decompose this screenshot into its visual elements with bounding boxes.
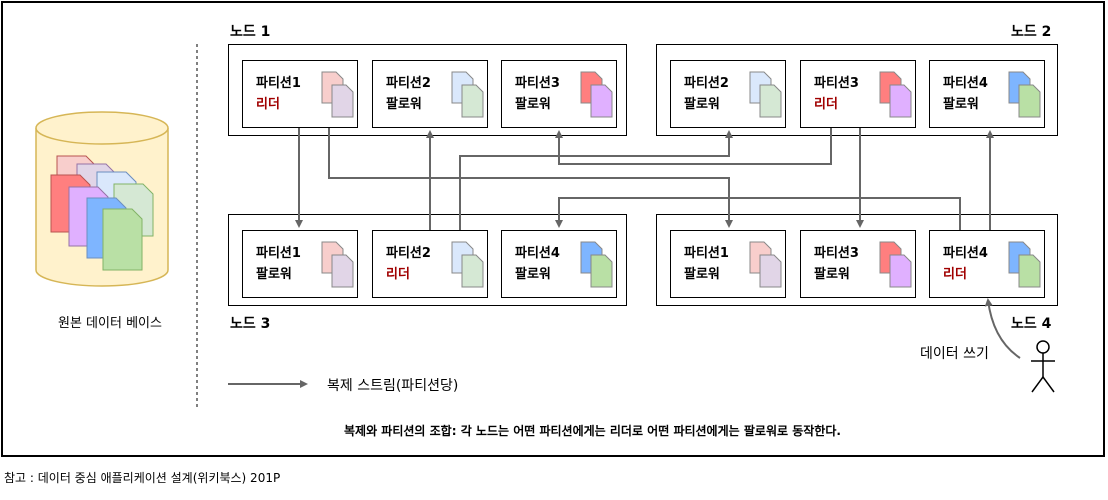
partition-role: 팔로워 [943, 97, 979, 112]
partition-role: 팔로워 [814, 267, 850, 282]
partition-box: 파티션3 팔로워 [501, 60, 617, 128]
partition-role: 팔로워 [515, 267, 551, 282]
partition-name: 파티션3 [515, 76, 560, 91]
partition-name: 파티션4 [943, 246, 988, 261]
partition-box: 파티션2 팔로워 [372, 60, 488, 128]
partition-name: 파티션1 [256, 76, 301, 91]
partition-documents-icon [321, 71, 354, 118]
partition-documents-icon [879, 71, 912, 118]
partition-name: 파티션1 [684, 246, 729, 261]
partition-documents-icon [451, 241, 484, 288]
partition-name: 파티션2 [386, 76, 431, 91]
partition-role: 리더 [943, 267, 967, 282]
node-2-title: 노드 2 [1011, 24, 1052, 40]
user-icon [1031, 340, 1055, 393]
node-3-title: 노드 3 [230, 316, 271, 332]
database-label: 원본 데이터 베이스 [58, 316, 162, 331]
partition-documents-icon [1008, 71, 1041, 118]
partition-role: 팔로워 [256, 267, 292, 282]
partition-box: 파티션4 팔로워 [929, 60, 1045, 128]
partition-role: 팔로워 [684, 267, 720, 282]
partition-role: 리더 [256, 97, 280, 112]
partition-box: 파티션2 팔로워 [670, 60, 786, 128]
partition-documents-icon [321, 241, 354, 288]
partition-box: 파티션3 리더 [800, 60, 916, 128]
partition-name: 파티션3 [814, 246, 859, 261]
write-arrow [984, 298, 1021, 359]
partition-name: 파티션3 [814, 76, 859, 91]
partition-role: 리더 [814, 97, 838, 112]
source-note: 참고 : 데이터 중심 애플리케이션 설계(위키북스) 201P [4, 471, 281, 485]
partition-name: 파티션2 [386, 246, 431, 261]
legend-label: 복제 스트림(파티션당) [327, 378, 459, 394]
partition-role: 팔로워 [684, 97, 720, 112]
partition-role: 리더 [386, 267, 410, 282]
partition-box: 파티션1 리더 [242, 60, 358, 128]
partition-documents-icon [879, 241, 912, 288]
partition-name: 파티션2 [684, 76, 729, 91]
partition-box: 파티션1 팔로워 [242, 230, 358, 298]
partition-box: 파티션2 리더 [372, 230, 488, 298]
partition-documents-icon [1008, 241, 1041, 288]
partition-box: 파티션4 리더 [929, 230, 1045, 298]
partition-name: 파티션4 [515, 246, 560, 261]
partition-role: 팔로워 [386, 97, 422, 112]
stream-p1-node4 [328, 128, 733, 228]
partition-name: 파티션1 [256, 246, 301, 261]
partition-documents-icon [580, 71, 613, 118]
node-4-title: 노드 4 [1011, 316, 1052, 332]
partition-documents-icon [451, 71, 484, 118]
partition-box: 파티션1 팔로워 [670, 230, 786, 298]
partition-documents-icon [749, 71, 782, 118]
partition-documents-icon [749, 241, 782, 288]
partition-name: 파티션4 [943, 76, 988, 91]
partition-box: 파티션4 팔로워 [501, 230, 617, 298]
partition-documents-icon [580, 241, 613, 288]
diagram-frame [1, 1, 1105, 457]
stream-p2-node2 [459, 130, 733, 230]
node-1-title: 노드 1 [230, 24, 271, 40]
stream-p3-node1 [555, 128, 832, 165]
db-documents-icon [50, 155, 154, 271]
partition-role: 팔로워 [515, 97, 551, 112]
caption: 복제와 파티션의 조합: 각 노드는 어떤 파티션에게는 리더로 어떤 파티션에… [344, 424, 841, 438]
write-label: 데이터 쓰기 [920, 346, 989, 362]
stream-p4-node3 [555, 197, 961, 230]
partition-box: 파티션3 팔로워 [800, 230, 916, 298]
